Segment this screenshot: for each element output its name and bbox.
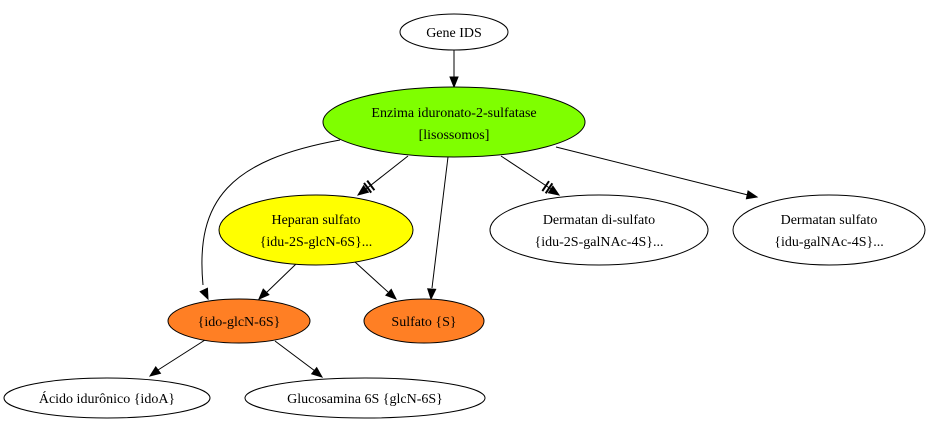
- node-sulfato-shape: [363, 298, 485, 344]
- node-heparan-sulfato: Heparan sulfato {idu-2S-glcN-6S}...: [218, 194, 414, 266]
- edge-line: [500, 155, 552, 190]
- edge-line: [274, 340, 316, 372]
- block-bar-1: [363, 182, 373, 194]
- node-acido-iduronico: Ácido idurônico {idoA}: [3, 377, 211, 419]
- block-bar-2: [366, 180, 376, 191]
- edge-heparan-to-ido_glcn: [258, 263, 297, 300]
- edge-line: [365, 155, 409, 190]
- edge-enzyme-to-dermatan: [555, 146, 759, 200]
- edge-line: [555, 146, 749, 196]
- node-ido-glcn-6s-shape: [167, 298, 311, 344]
- arrowhead: [385, 288, 398, 300]
- node-gene-ids: Gene IDS: [399, 13, 509, 51]
- node-acido-iduronico-label: Ácido idurônico {idoA}: [39, 390, 175, 407]
- edge-line: [431, 156, 449, 289]
- edge-ido_glcn-to-acido: [148, 339, 206, 377]
- edge-enzyme-to-ido_glcn: [199, 139, 341, 301]
- edge-line: [265, 263, 297, 294]
- node-heparan-sulfato-label-line1: Heparan sulfato: [271, 213, 360, 228]
- block-bar-2: [541, 180, 550, 192]
- edge-enzyme-to-heparan: [356, 155, 409, 196]
- edge-line: [157, 339, 206, 371]
- node-dermatan-sulfato-label-line2: {idu-galNAc-4S}...: [774, 235, 883, 250]
- arrowhead: [356, 184, 370, 196]
- edge-heparan-to-sulfato: [354, 261, 398, 300]
- node-dermatan-di-sulfato: Dermatan di-sulfato {idu-2S-galNAc-4S}..…: [489, 194, 709, 266]
- edge-ido_glcn-to-glucosamina: [274, 340, 324, 378]
- node-enzima-label-line2: [lisossomos]: [419, 128, 490, 143]
- node-gene-ids-label: Gene IDS: [426, 26, 482, 41]
- arrowhead: [258, 288, 270, 300]
- arrowhead: [449, 76, 459, 89]
- node-dermatan-di-sulfato-label-line2: {idu-2S-galNAc-4S}...: [535, 235, 664, 250]
- node-gene-ids-shape: [399, 13, 509, 51]
- node-glucosamina-6s-shape: [244, 377, 486, 419]
- arrowhead: [745, 190, 759, 200]
- edge-enzyme-to-sulfato: [427, 156, 449, 301]
- node-sulfato: Sulfato {S}: [363, 298, 485, 344]
- arrowhead: [310, 366, 324, 378]
- edge-enzyme-to-dermatan_di: [500, 155, 561, 196]
- node-glucosamina-6s-label: Glucosamina 6S {glcN-6S}: [287, 392, 443, 407]
- edges-layer: [148, 50, 759, 378]
- arrowhead: [148, 365, 162, 377]
- node-heparan-sulfato-shape: [218, 194, 414, 266]
- node-enzima: Enzima iduronato-2-sulfatase [lisossomos…: [322, 86, 586, 158]
- node-enzima-shape: [322, 86, 586, 158]
- node-sulfato-label: Sulfato {S}: [391, 315, 456, 330]
- edge-line: [354, 261, 389, 293]
- arrowhead: [427, 288, 437, 301]
- arrowhead: [199, 287, 209, 301]
- node-dermatan-sulfato-shape: [732, 194, 926, 266]
- block-bar-1: [544, 182, 554, 194]
- node-ido-glcn-6s: {ido-glcN-6S}: [167, 298, 311, 344]
- edge-gene-to-enzyme: [449, 50, 459, 89]
- node-heparan-sulfato-label-line2: {idu-2S-glcN-6S}...: [260, 235, 373, 250]
- node-glucosamina-6s: Glucosamina 6S {glcN-6S}: [244, 377, 486, 419]
- node-dermatan-sulfato: Dermatan sulfato {idu-galNAc-4S}...: [732, 194, 926, 266]
- node-dermatan-di-sulfato-shape: [489, 194, 709, 266]
- node-enzima-label-line1: Enzima iduronato-2-sulfatase: [371, 106, 536, 121]
- node-ido-glcn-6s-label: {ido-glcN-6S}: [198, 315, 281, 330]
- node-dermatan-sulfato-label-line1: Dermatan sulfato: [781, 213, 878, 228]
- edge-line: [201, 139, 341, 286]
- node-acido-iduronico-shape: [3, 377, 211, 419]
- node-dermatan-di-sulfato-label-line1: Dermatan di-sulfato: [543, 213, 655, 228]
- arrowhead: [547, 185, 561, 196]
